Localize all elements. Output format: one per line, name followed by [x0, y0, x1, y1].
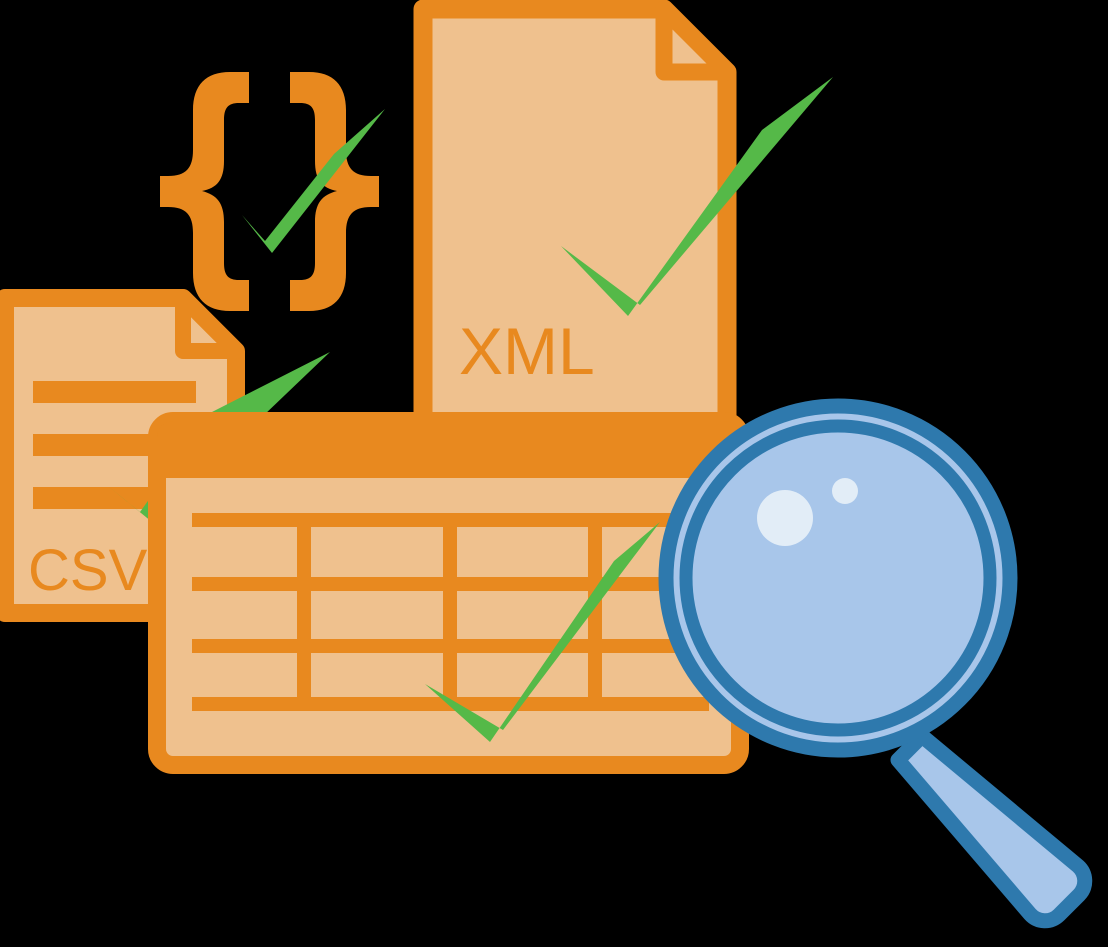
xml-corner-fold-icon	[655, 0, 736, 81]
csv-text-line	[33, 381, 196, 403]
table-grid-line-v	[588, 513, 602, 711]
magnifier-handle	[890, 728, 1093, 929]
json-braces-group[interactable]	[160, 72, 379, 311]
magnifier-highlight-small-icon	[832, 478, 858, 504]
csv-corner-fold-icon	[175, 290, 244, 359]
magnifying-glass[interactable]	[658, 398, 1093, 929]
curly-brace-left-icon	[160, 72, 249, 311]
check-xml-icon	[561, 77, 833, 316]
table-grid-line-v	[297, 513, 311, 711]
magnifier-lens-inner-ring	[679, 419, 997, 737]
table-header-bar	[157, 421, 740, 478]
spreadsheet-table[interactable]	[148, 412, 749, 774]
xml-label: XML	[459, 314, 595, 388]
check-table-icon	[425, 522, 660, 742]
curly-brace-right-icon	[290, 72, 379, 311]
csv-label: CSV	[28, 538, 148, 603]
xml-document-shape	[413, 0, 737, 440]
xml-document[interactable]: XML	[413, 0, 737, 440]
magnifier-highlight-large-icon	[757, 490, 813, 546]
table-grid-line-v	[443, 513, 457, 711]
check-json-icon	[242, 109, 385, 253]
